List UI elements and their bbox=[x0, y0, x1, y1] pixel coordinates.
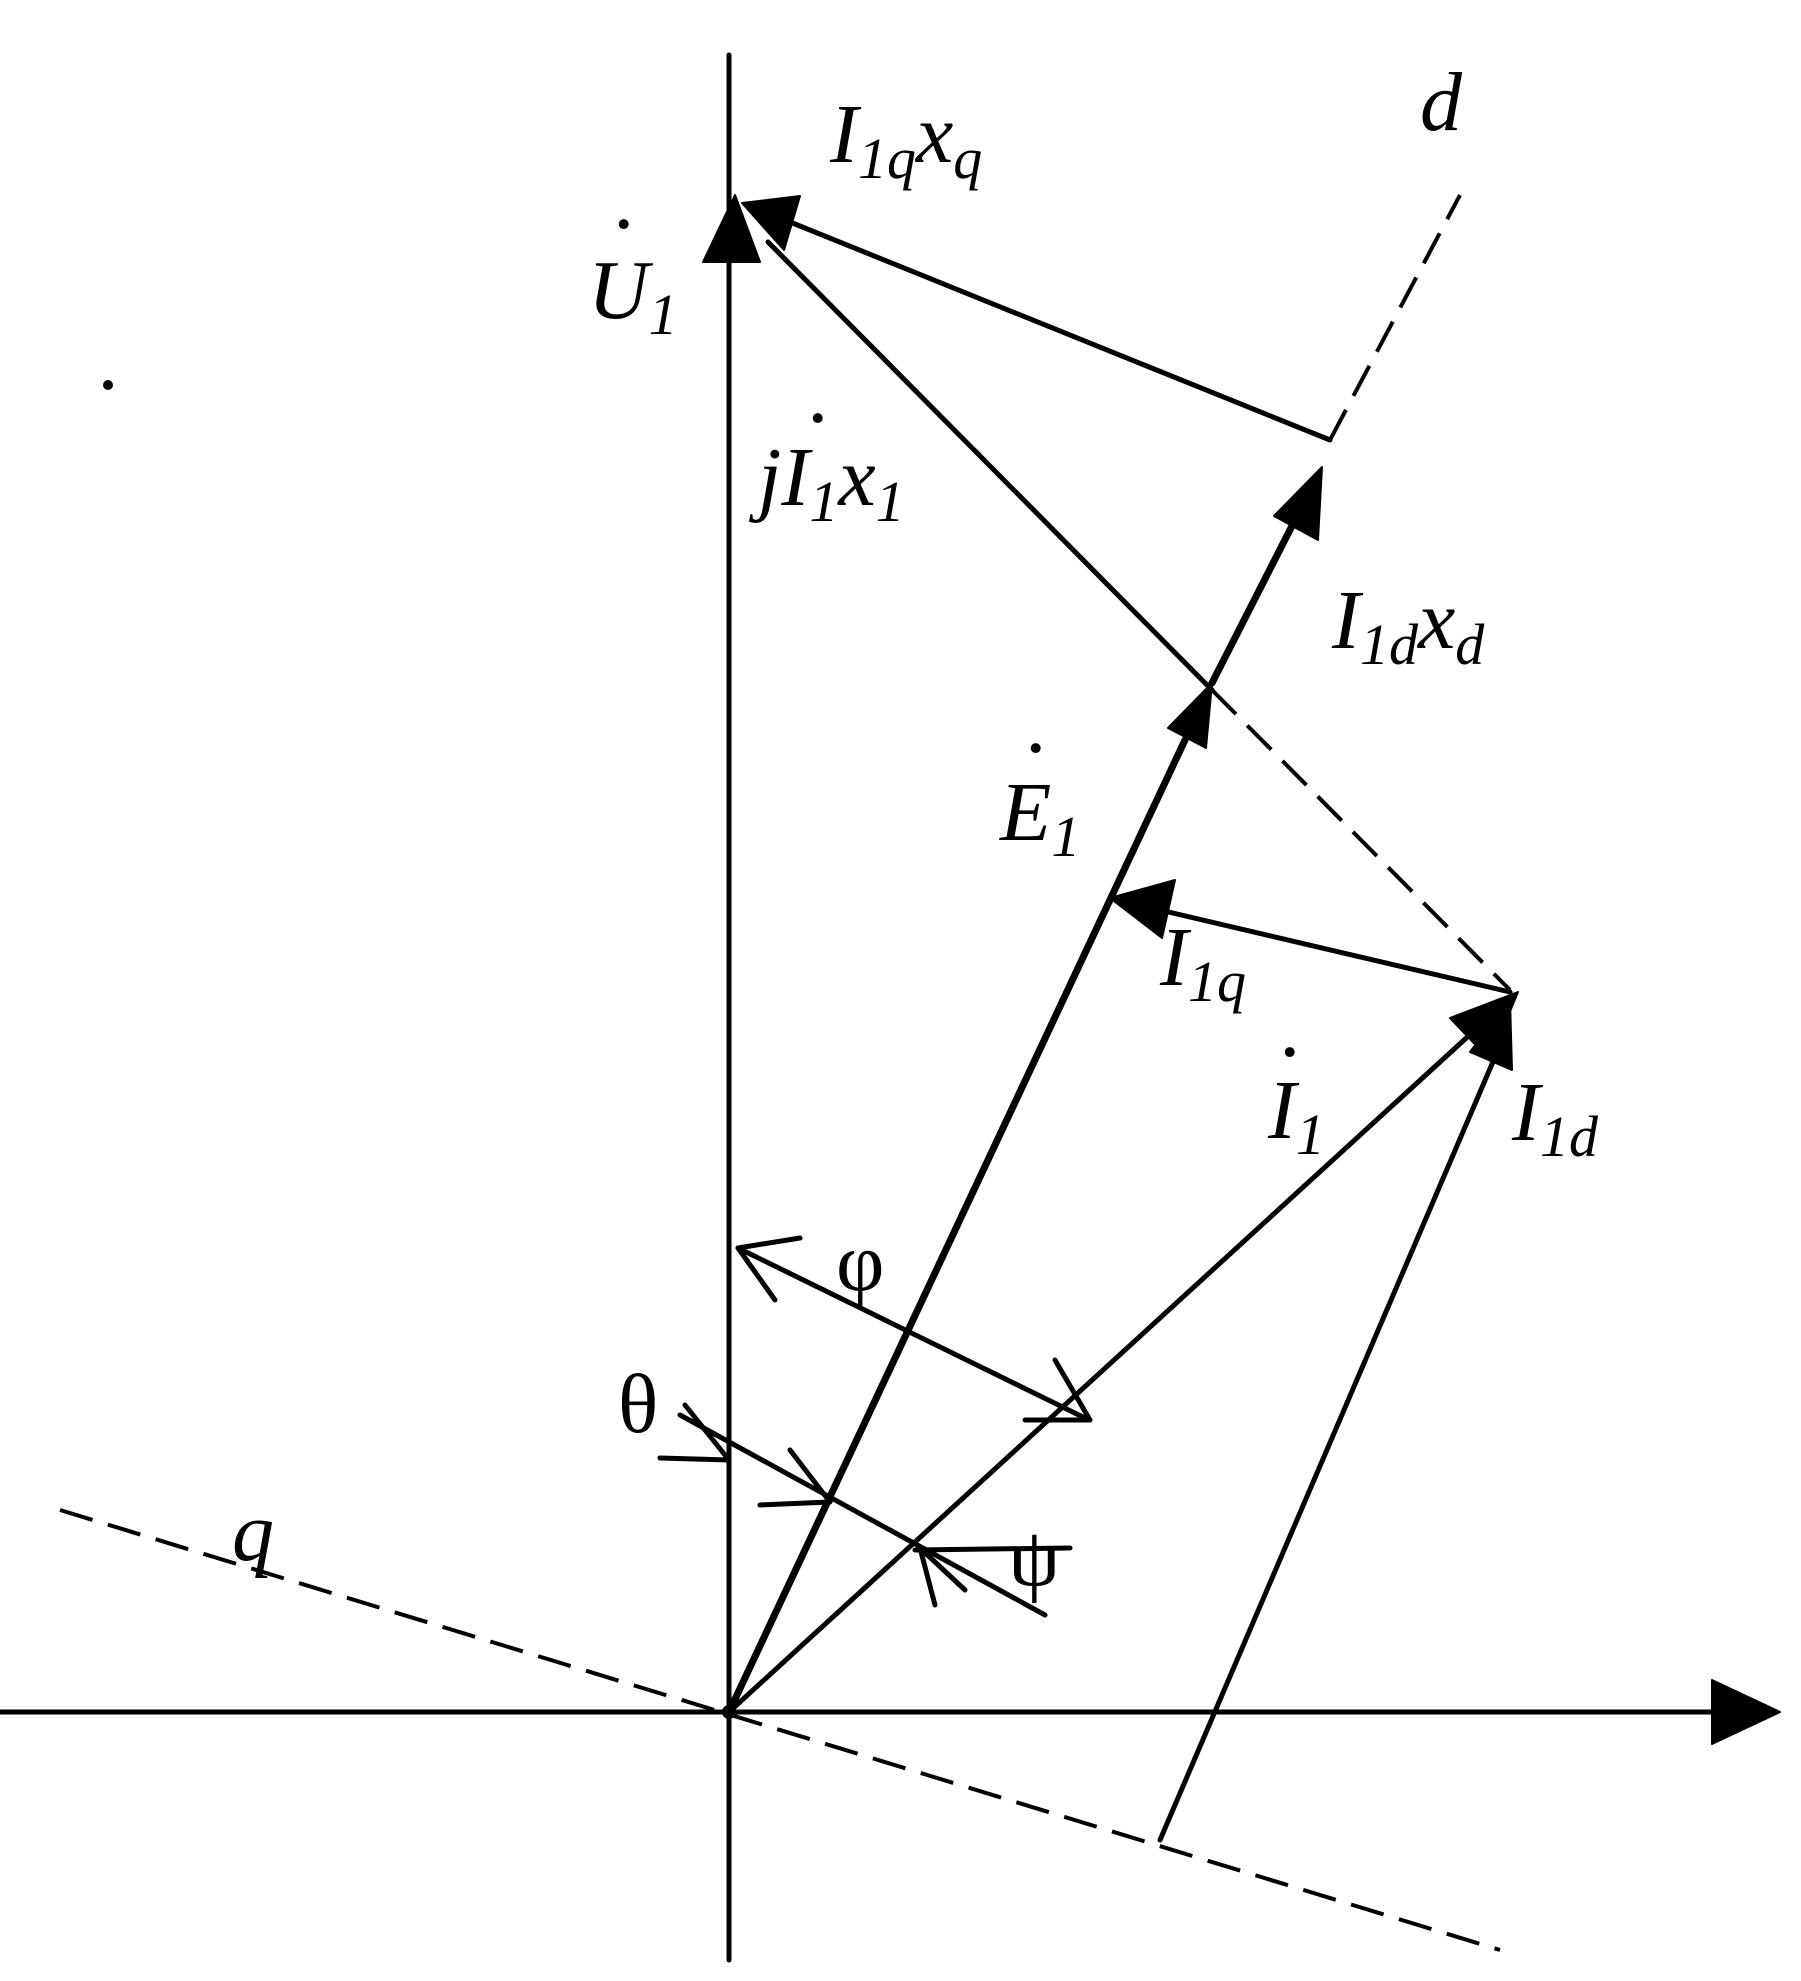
i1-phasor bbox=[726, 1027, 1478, 1715]
u1-label: U1 bbox=[588, 244, 678, 347]
u1-dot: · bbox=[612, 178, 633, 271]
i1d-projection-dash bbox=[1210, 688, 1512, 992]
theta-label: θ bbox=[618, 1358, 658, 1451]
i1dxd-label: I1dxd bbox=[1331, 574, 1485, 677]
i1qxq-label: I1qxq bbox=[829, 88, 982, 191]
i1q-label: I1q bbox=[1159, 911, 1246, 1014]
i1qxq-phasor bbox=[787, 219, 1333, 443]
psi-label: ψ bbox=[1008, 1511, 1061, 1604]
u1-arrowhead bbox=[702, 194, 761, 263]
i1q-phasor bbox=[1157, 907, 1513, 995]
d-axis-label: d bbox=[1420, 56, 1463, 149]
psi-arrow-in bbox=[917, 1545, 968, 1608]
e1-arrowhead bbox=[1167, 682, 1213, 749]
theta-arrow-e1 bbox=[757, 1447, 833, 1508]
i1dxd-phasor bbox=[1208, 516, 1299, 687]
theta-psi-arc bbox=[677, 1412, 1048, 1618]
i1q-arrowhead bbox=[1109, 879, 1176, 939]
i1-label: I1 bbox=[1267, 1064, 1325, 1167]
e1-phasor bbox=[725, 736, 1189, 1716]
phi-label: φ bbox=[836, 1216, 884, 1309]
ji1x1-dot: · bbox=[806, 372, 827, 465]
i1d-phasor bbox=[1157, 1047, 1501, 1843]
theta-arrow-in bbox=[657, 1402, 732, 1463]
psi-arrow-i1 bbox=[912, 1545, 1073, 1553]
i1qxq-arrowhead bbox=[741, 195, 801, 251]
phi-arc bbox=[735, 1245, 1088, 1421]
i1-dot: · bbox=[1278, 1006, 1299, 1099]
i1dxd-arrowhead bbox=[1273, 466, 1323, 541]
e1-label: E1 bbox=[999, 766, 1080, 869]
phi-arrow-left bbox=[735, 1235, 803, 1303]
i1d-label: I1d bbox=[1511, 1066, 1599, 1169]
phi-arrow-right bbox=[1022, 1357, 1093, 1423]
q-axis-label: q bbox=[232, 1486, 274, 1579]
ji1x1-phasor bbox=[765, 239, 1215, 693]
horizontal-axis-arrowhead bbox=[1711, 1679, 1781, 1745]
i1d-arrowhead bbox=[1469, 999, 1513, 1071]
origin-point bbox=[722, 1705, 736, 1719]
q-axis-line bbox=[59, 1508, 1501, 1952]
e1-dot: · bbox=[1024, 702, 1045, 795]
stray-dot bbox=[103, 380, 113, 390]
d-axis-line bbox=[1328, 194, 1462, 441]
